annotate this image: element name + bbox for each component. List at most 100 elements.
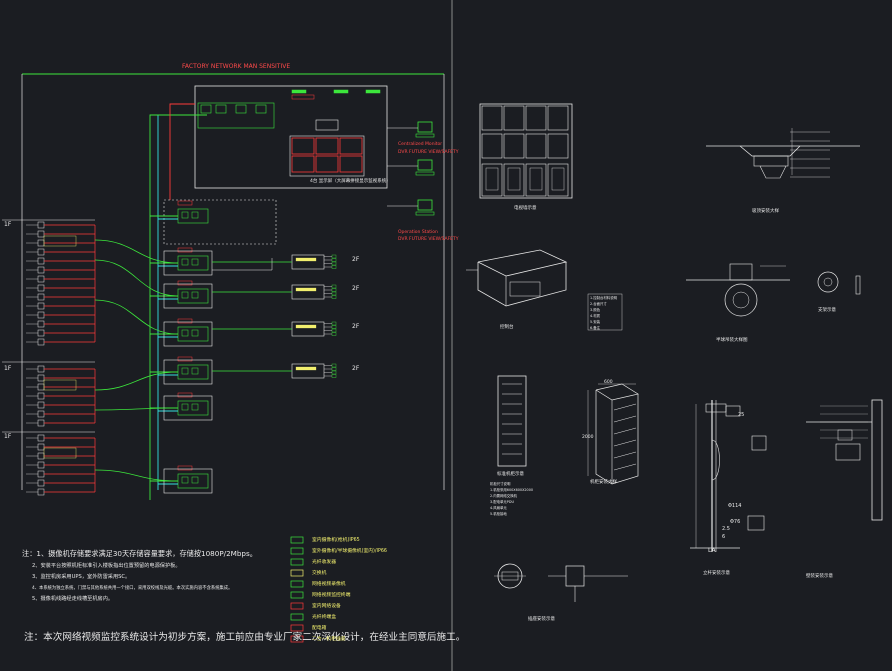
camera-icon <box>37 230 45 238</box>
dim-label: LA <box>708 547 716 554</box>
camera-port <box>331 332 337 336</box>
camera-icon <box>37 401 45 409</box>
floor-label: 2F <box>352 285 360 292</box>
switch-port <box>200 104 212 114</box>
dome-camera <box>724 283 758 317</box>
wall-monitor <box>481 105 503 131</box>
idf-switch <box>177 473 209 489</box>
idf-switch <box>177 208 209 224</box>
camera-icon <box>37 257 45 265</box>
floor-label: 1F <box>4 221 12 228</box>
cabinet-note: 3.配电单元PDU <box>490 499 514 504</box>
cabinet-front-caption: 标准机柜示意 <box>497 470 524 477</box>
video-wall-monitor <box>291 137 315 155</box>
console-note: 5.安装 <box>590 319 601 324</box>
camera-trunk <box>94 407 179 411</box>
camera-icon <box>37 410 45 418</box>
camera-icon <box>37 293 45 301</box>
console-top <box>477 249 568 277</box>
sfp-port <box>191 291 199 299</box>
floor-switch-label <box>295 324 317 329</box>
sfp-port <box>181 291 189 299</box>
legend-label: 室内摄像机(枪机)IP65 <box>312 536 360 543</box>
dome-lens <box>732 291 750 309</box>
floor-label: 1F <box>4 365 12 372</box>
idf-label-box <box>177 247 193 253</box>
monitor-wall-caption: 电视墙示意 <box>514 204 537 211</box>
camera-group-label <box>43 379 77 391</box>
installation-details <box>466 103 883 602</box>
camera-icon <box>37 284 45 292</box>
legend-symbol <box>290 591 304 599</box>
legend-symbol <box>290 602 304 610</box>
wall-cabinet-door <box>529 167 543 191</box>
camera-port <box>331 295 337 299</box>
wall-bracket-caption: 壁装安装示意 <box>806 572 833 579</box>
dim-label: Φ76 <box>730 519 740 525</box>
workstation-monitor <box>417 121 433 133</box>
sfp-port <box>181 329 189 337</box>
camera-port <box>331 370 337 375</box>
legend-label: 光纤终端盒 <box>312 613 336 620</box>
camera-port <box>331 288 337 292</box>
cabinet-note: 5.机柜接地 <box>490 511 507 516</box>
client-label-1: Centralized Monitor <box>398 141 442 147</box>
note-line: 5、摄像机线路经走线槽至机房内。 <box>32 594 113 602</box>
legend-label: 室外摄像机/半球摄像机(室内)/IP66 <box>312 547 387 554</box>
sfp-port <box>181 403 189 411</box>
legend-symbol <box>290 580 304 588</box>
legend-label: 室内网络设备 <box>312 602 341 609</box>
cabinet-side-shelf <box>613 403 637 411</box>
legend-symbol <box>290 624 304 632</box>
wall-cabinet <box>503 163 525 197</box>
video-wall-monitor <box>339 137 363 155</box>
camera-icon <box>37 479 45 487</box>
floor-label: 2F <box>352 256 360 263</box>
console-note-frame <box>587 293 623 331</box>
cabinet-notes: 机柜尺寸说明 1.机柜采用600X600X2000 2.内置网络交换机 3.配电… <box>490 481 533 516</box>
fiber-trunk-green <box>149 114 207 500</box>
video-wall-frame <box>289 135 365 177</box>
bracket-plate <box>855 275 861 295</box>
dim-label: 2.5 <box>722 526 730 532</box>
workstation-monitor <box>417 159 433 171</box>
note-line: 4、本系统为独立系统，门禁与其他系统共用一个接口，采用双绞线及光缆。本次实施内容… <box>32 584 232 591</box>
note-line: 注：1、摄像机存储要求满足30天存储容量要求，存储按1080P/2Mbps。 <box>22 549 257 558</box>
wall-monitor <box>503 133 525 159</box>
idf-cabinet <box>163 468 213 494</box>
wall-monitor <box>503 105 525 131</box>
camera-icon <box>37 461 45 469</box>
idf-switch <box>177 255 209 271</box>
idf-label-box <box>177 280 193 286</box>
cabinet-note: 2.内置网络交换机 <box>490 493 518 498</box>
legend-label: 配电箱 <box>312 624 327 631</box>
control-room-frame <box>194 85 388 189</box>
wall-monitor <box>525 105 547 131</box>
camera-icon <box>37 338 45 346</box>
floor-switch-box <box>291 363 325 379</box>
video-wall-monitor <box>291 155 315 173</box>
wall-cabinet <box>547 163 569 197</box>
console-caption: 控制台 <box>500 323 514 330</box>
camera-icon <box>37 329 45 337</box>
sfp-port <box>191 329 199 337</box>
distribution-frame <box>163 199 277 245</box>
camera-port <box>331 328 337 333</box>
idf-label-box <box>177 200 193 206</box>
idf-cabinet <box>163 321 213 347</box>
camera-icon <box>37 383 45 391</box>
console-note: 6.备注 <box>590 325 601 330</box>
pole-box <box>747 515 765 531</box>
legend-symbol <box>290 569 304 577</box>
camera-port <box>331 363 337 368</box>
console-panel <box>509 281 541 297</box>
sfp-port <box>181 211 189 219</box>
legend-label: 网络视频监控终端 <box>312 591 351 598</box>
camera-trunk <box>94 259 179 297</box>
camera-port <box>331 367 337 371</box>
legend-symbol <box>290 558 304 566</box>
monitor-wall-frame <box>479 103 573 199</box>
camera-icon <box>37 488 45 496</box>
floor-switch-box <box>291 254 325 270</box>
cabinet-front <box>497 375 527 467</box>
